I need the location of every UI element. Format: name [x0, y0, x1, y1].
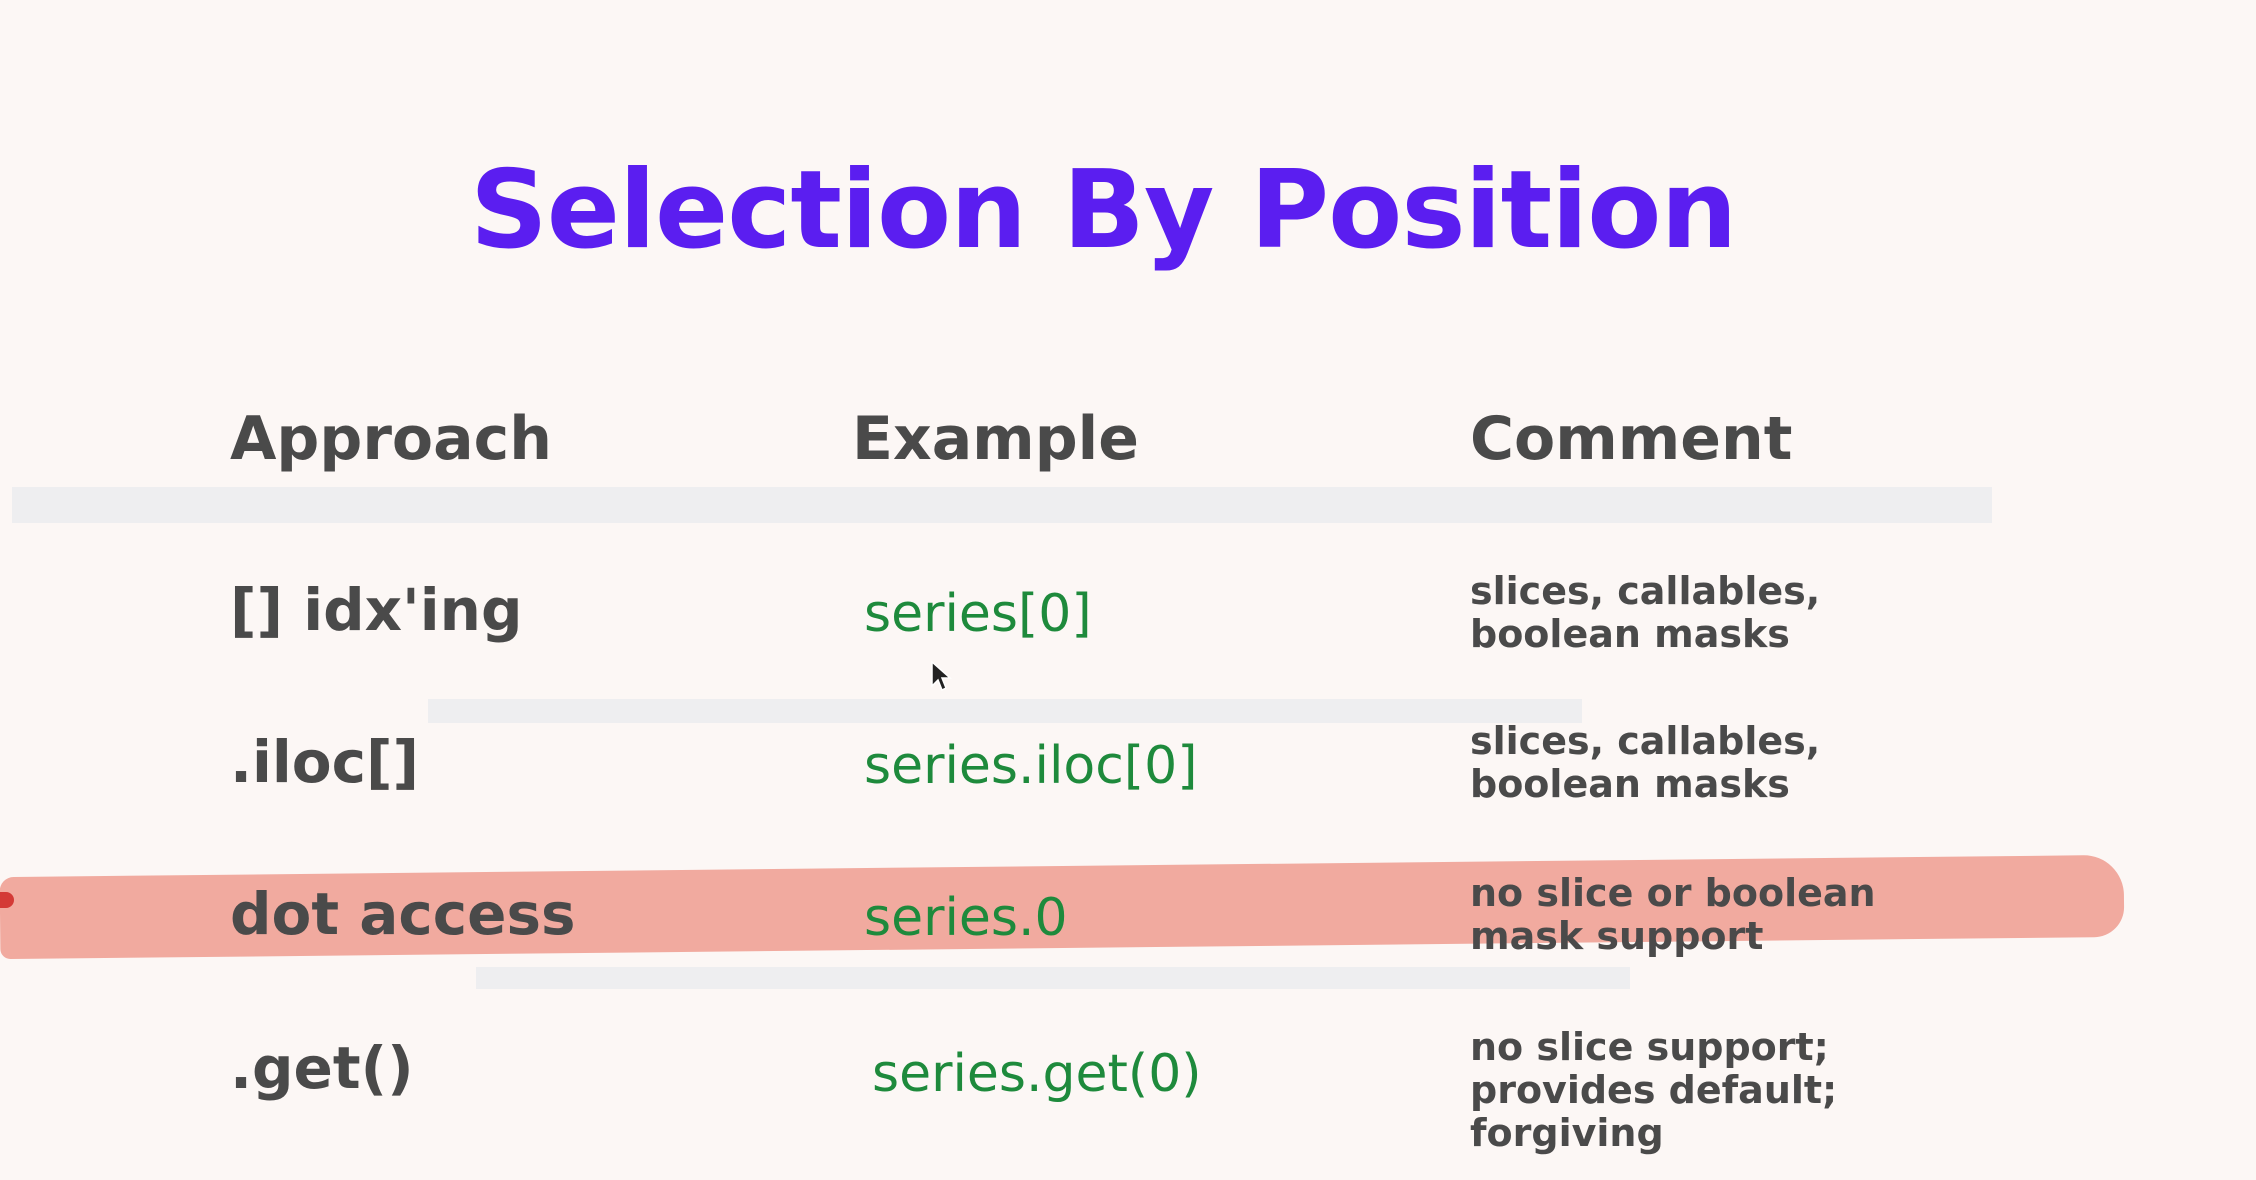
row-divider	[428, 699, 1582, 723]
approach-cell: dot access	[230, 880, 576, 948]
comment-cell: no slice or boolean mask support	[1470, 871, 1876, 958]
comment-cell: no slice support; provides default; forg…	[1470, 1025, 1838, 1155]
strikethrough-marker-tip	[0, 892, 14, 908]
header-comment: Comment	[1470, 404, 1793, 474]
example-cell: series.0	[864, 888, 1068, 948]
mouse-cursor-icon	[931, 660, 952, 692]
header-divider	[12, 487, 1992, 523]
example-cell: series.iloc[0]	[864, 736, 1198, 796]
example-cell: series.get(0)	[872, 1044, 1202, 1104]
header-example: Example	[852, 404, 1139, 474]
row-divider	[476, 967, 1630, 989]
comment-cell: slices, callables, boolean masks	[1470, 569, 1821, 656]
slide-title: Selection By Position	[470, 148, 1737, 273]
example-cell: series[0]	[864, 584, 1092, 644]
approach-cell: .get()	[230, 1034, 414, 1102]
comment-cell: slices, callables, boolean masks	[1470, 719, 1821, 806]
approach-cell: [] idx'ing	[230, 576, 523, 644]
approach-cell: .iloc[]	[230, 728, 420, 796]
header-approach: Approach	[230, 404, 552, 474]
